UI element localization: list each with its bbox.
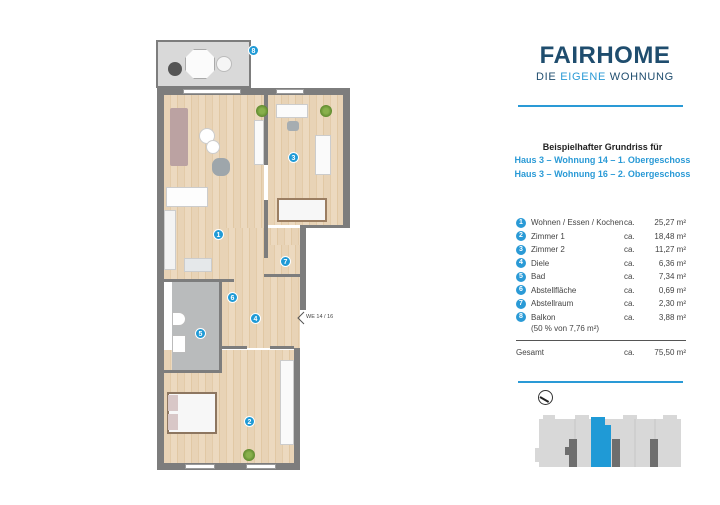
wall-right-lower bbox=[294, 330, 300, 470]
wall-room2-top-right bbox=[270, 346, 294, 349]
wall-bath-top bbox=[164, 279, 234, 282]
divider-total bbox=[516, 340, 686, 341]
wall-left bbox=[157, 88, 164, 470]
heading-title: Beispielhafter Grundriss für bbox=[542, 142, 663, 152]
room-5-floor bbox=[172, 282, 220, 370]
kitchen-counter-icon bbox=[164, 210, 176, 270]
floor-plan: 1 2 3 4 5 6 7 8 WE 14 / 16 bbox=[156, 40, 350, 470]
window-room2-b bbox=[246, 464, 276, 469]
brand-name: FAIRHOME bbox=[539, 42, 671, 69]
parasol-base-icon bbox=[168, 62, 182, 76]
parasol-icon bbox=[185, 49, 215, 79]
side-table-icon bbox=[206, 140, 220, 154]
entrance-label: WE 14 / 16 bbox=[306, 314, 334, 320]
plant-icon bbox=[243, 449, 255, 461]
divider-bottom bbox=[518, 381, 683, 383]
plant-icon bbox=[256, 105, 268, 117]
divider-top bbox=[518, 105, 683, 107]
desk-chair-icon bbox=[287, 121, 299, 131]
wall-bath-right bbox=[219, 282, 222, 370]
heading-line-1: Haus 3 – Wohnung 14 – 1. Obergeschoss bbox=[514, 155, 691, 165]
plant-icon bbox=[320, 105, 332, 117]
armchair-icon bbox=[212, 158, 230, 176]
room-badge-2: 2 bbox=[244, 416, 255, 427]
kitchen-sink-icon bbox=[184, 258, 212, 272]
compass-icon bbox=[538, 390, 553, 405]
plan-heading: Beispielhafter Grundriss für Haus 3 – Wo… bbox=[505, 142, 700, 179]
balkon-note: (50 % von 7,76 m²) bbox=[531, 324, 600, 333]
pillow-icon bbox=[168, 395, 178, 411]
wardrobe-icon bbox=[280, 360, 294, 445]
brand-logo: FAIRHOME DIE EIGENE WOHNUNG bbox=[520, 42, 690, 83]
window-living bbox=[183, 89, 241, 94]
room-badge-5: 5 bbox=[195, 328, 206, 339]
desk-icon bbox=[276, 104, 308, 118]
window-room3 bbox=[276, 89, 304, 94]
wall-top bbox=[157, 88, 350, 95]
pillow-icon bbox=[168, 414, 178, 430]
wall-room2-top bbox=[222, 346, 247, 349]
room-badge-7: 7 bbox=[280, 256, 291, 267]
wall-right-upper bbox=[343, 88, 350, 228]
washbasin-icon bbox=[172, 335, 186, 353]
wall-bath-bottom bbox=[164, 370, 222, 373]
bed-room3-icon bbox=[277, 198, 327, 222]
room-badge-3: 3 bbox=[288, 152, 299, 163]
entrance-arrow-icon bbox=[297, 311, 305, 325]
tv-board-icon bbox=[254, 120, 264, 165]
wall-right-mid bbox=[300, 222, 306, 310]
wall-room7-bottom bbox=[264, 274, 300, 277]
wall-right-notch bbox=[300, 222, 350, 228]
toilet-icon bbox=[172, 312, 186, 326]
sofa-icon bbox=[170, 108, 188, 166]
dining-table-icon bbox=[166, 187, 208, 207]
heading-line-2: Haus 3 – Wohnung 16 – 2. Obergeschoss bbox=[514, 169, 691, 179]
room-badge-1: 1 bbox=[213, 229, 224, 240]
wardrobe-icon bbox=[315, 135, 331, 175]
room-badge-4: 4 bbox=[250, 313, 261, 324]
balcony-table-icon bbox=[216, 56, 232, 72]
site-plan bbox=[535, 415, 681, 467]
wall-room3-left bbox=[264, 95, 268, 165]
wall-room3-left-lower bbox=[264, 200, 268, 258]
room-badge-6: 6 bbox=[227, 292, 238, 303]
room-badge-8: 8 bbox=[248, 45, 259, 56]
window-room2-a bbox=[185, 464, 215, 469]
wall-bottom bbox=[157, 463, 300, 470]
brand-tagline: DIE EIGENE WOHNUNG bbox=[536, 71, 674, 83]
